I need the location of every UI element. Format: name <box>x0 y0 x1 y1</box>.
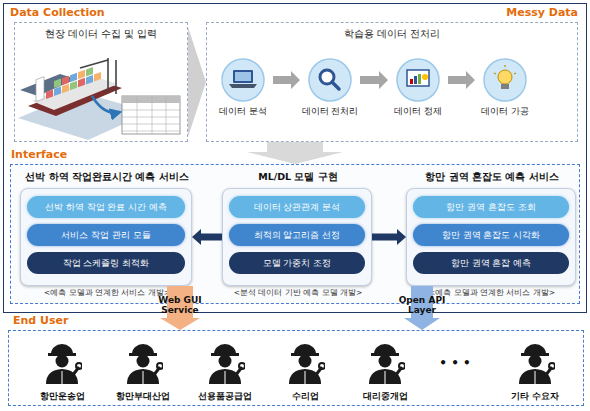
ellipsis-mark: • • • <box>415 356 495 370</box>
flow-arrow <box>273 71 300 89</box>
flow-arrow <box>404 286 440 330</box>
bar-label: 모델 가중치 조정 <box>229 252 365 274</box>
rear-ship <box>20 74 76 96</box>
function-bar: 선박 하역 작업 완료 시간 예측 <box>27 196 185 218</box>
circle-label: 데이터 전처리 <box>290 106 370 116</box>
bar-label: 최적의 알고리즘 선정 <box>229 224 365 246</box>
worker-icon <box>127 344 163 384</box>
circle-label: 데이터 정제 <box>378 106 458 116</box>
column-caption: <예측 모델과 연계한 서비스 개발> <box>13 289 201 298</box>
bar-label: 항만 권역 혼잡도 조회 <box>413 196 569 218</box>
function-bar: 항만 권역 혼잡도 조회 <box>413 196 569 218</box>
function-bar: 최적의 알고리즘 선정 <box>229 224 365 246</box>
circle-label: 데이터 가공 <box>465 106 545 116</box>
worker-icon <box>369 344 405 384</box>
panel-heading: End User <box>13 315 68 328</box>
outer-frame: Data Collection Messy Data 현장 데이터 수집 및 입력 학… <box>3 3 587 313</box>
port-crane <box>80 58 116 94</box>
flow-arrow <box>372 229 406 245</box>
process-circle: 데이터 전처리 <box>300 58 360 122</box>
input-arrow <box>92 96 120 113</box>
circle-shape <box>397 59 439 101</box>
laptop-icon <box>229 70 257 88</box>
column-title: 항만 권역 혼잡도 예측 서비스 <box>399 172 585 183</box>
flow-arrow <box>192 229 222 245</box>
bar-label: 작업 스케쥴링 최적화 <box>27 252 185 274</box>
panel-heading: Data Collection <box>10 7 105 20</box>
service-column: 선박 하역 작업완료시간 예측 서비스<예측 모델과 연계한 서비스 개발>선박… <box>20 188 192 286</box>
worker-icon <box>519 344 555 384</box>
circle-label: 데이터 분석 <box>203 106 283 116</box>
circle-shape <box>309 59 351 101</box>
circle-shape <box>222 59 264 101</box>
column-title: 선박 하역 작업완료시간 예측 서비스 <box>13 172 201 183</box>
worker-icon <box>289 344 325 384</box>
function-bar: 항만 권역 혼잡 예측 <box>413 252 569 274</box>
function-bar: 작업 스케쥴링 최적화 <box>27 252 185 274</box>
section-box: 학습용 데이터 전처리데이터 분석데이터 전처리데이터 정제데이터 가공 <box>206 22 578 142</box>
service-column: 항만 권역 혼잡도 예측 서비스<예측 모델과 연계한 서비스 개발>항만 권역… <box>406 188 576 286</box>
function-bar: 항만 권역 혼잡도 시각화 <box>413 224 569 246</box>
flow-arrow <box>448 71 475 89</box>
worker-icon <box>46 344 82 384</box>
worker-icon <box>209 344 245 384</box>
bulb-icon <box>494 65 516 89</box>
user-label: 항만부대산업 <box>103 390 183 403</box>
function-bar: 서비스 작업 관리 모듈 <box>27 224 185 246</box>
process-circle: 데이터 가공 <box>475 58 535 122</box>
user-panel: End User <box>8 330 584 406</box>
bar-label: 항만 권역 혼잡 예측 <box>413 252 569 274</box>
column-caption: <예측 모델과 연계한 서비스 개발> <box>399 289 585 298</box>
ship-deck <box>32 77 118 110</box>
panel-heading: Messy Data <box>506 7 578 20</box>
bar-label: 서비스 작업 관리 모듈 <box>27 224 185 246</box>
process-circle: 데이터 분석 <box>213 58 273 122</box>
service-column: ML/DL 모델 구현<분석 데이터 기반 예측 모델 개발>데이터 상관관계 … <box>222 188 372 286</box>
flow-arrow <box>247 142 343 164</box>
magnifier-icon <box>320 70 339 89</box>
ship-hull <box>28 80 122 116</box>
user-label: 선용품공급업 <box>185 390 265 403</box>
bar-label: 항만 권역 혼잡도 시각화 <box>413 224 569 246</box>
section-title: 학습용 데이터 전처리 <box>207 28 577 40</box>
function-bar: 데이터 상관관계 분석 <box>229 196 365 218</box>
user-label: 대리중개업 <box>345 390 425 403</box>
section-box: 현장 데이터 수집 및 입력 <box>14 22 188 142</box>
user-label: 수리업 <box>265 390 345 403</box>
containers <box>36 56 101 103</box>
flow-arrow <box>188 27 206 137</box>
bar-label: 선박 하역 작업 완료 시간 예측 <box>27 196 185 218</box>
column-caption: <분석 데이터 기반 예측 모델 개발> <box>215 289 381 298</box>
bar-label: 데이터 상관관계 분석 <box>229 196 365 218</box>
port-illustration <box>18 56 180 140</box>
section-title: 현장 데이터 수집 및 입력 <box>15 28 187 40</box>
panel-heading: Interface <box>11 149 67 162</box>
data-sheet <box>122 96 180 134</box>
process-circle: 데이터 정제 <box>388 58 448 122</box>
flow-arrow <box>360 71 388 89</box>
sea-area <box>18 92 150 140</box>
function-bar: 모델 가중치 조정 <box>229 252 365 274</box>
circle-shape <box>484 59 526 101</box>
column-title: ML/DL 모델 구현 <box>215 172 381 183</box>
user-label: 기타 수요자 <box>495 390 575 403</box>
flow-arrow <box>160 286 200 330</box>
interface-panel: Interface선박 하역 작업완료시간 예측 서비스<예측 모델과 연계한 … <box>10 164 580 304</box>
user-label: 항만운송업 <box>22 390 102 403</box>
chart-icon <box>407 70 429 86</box>
